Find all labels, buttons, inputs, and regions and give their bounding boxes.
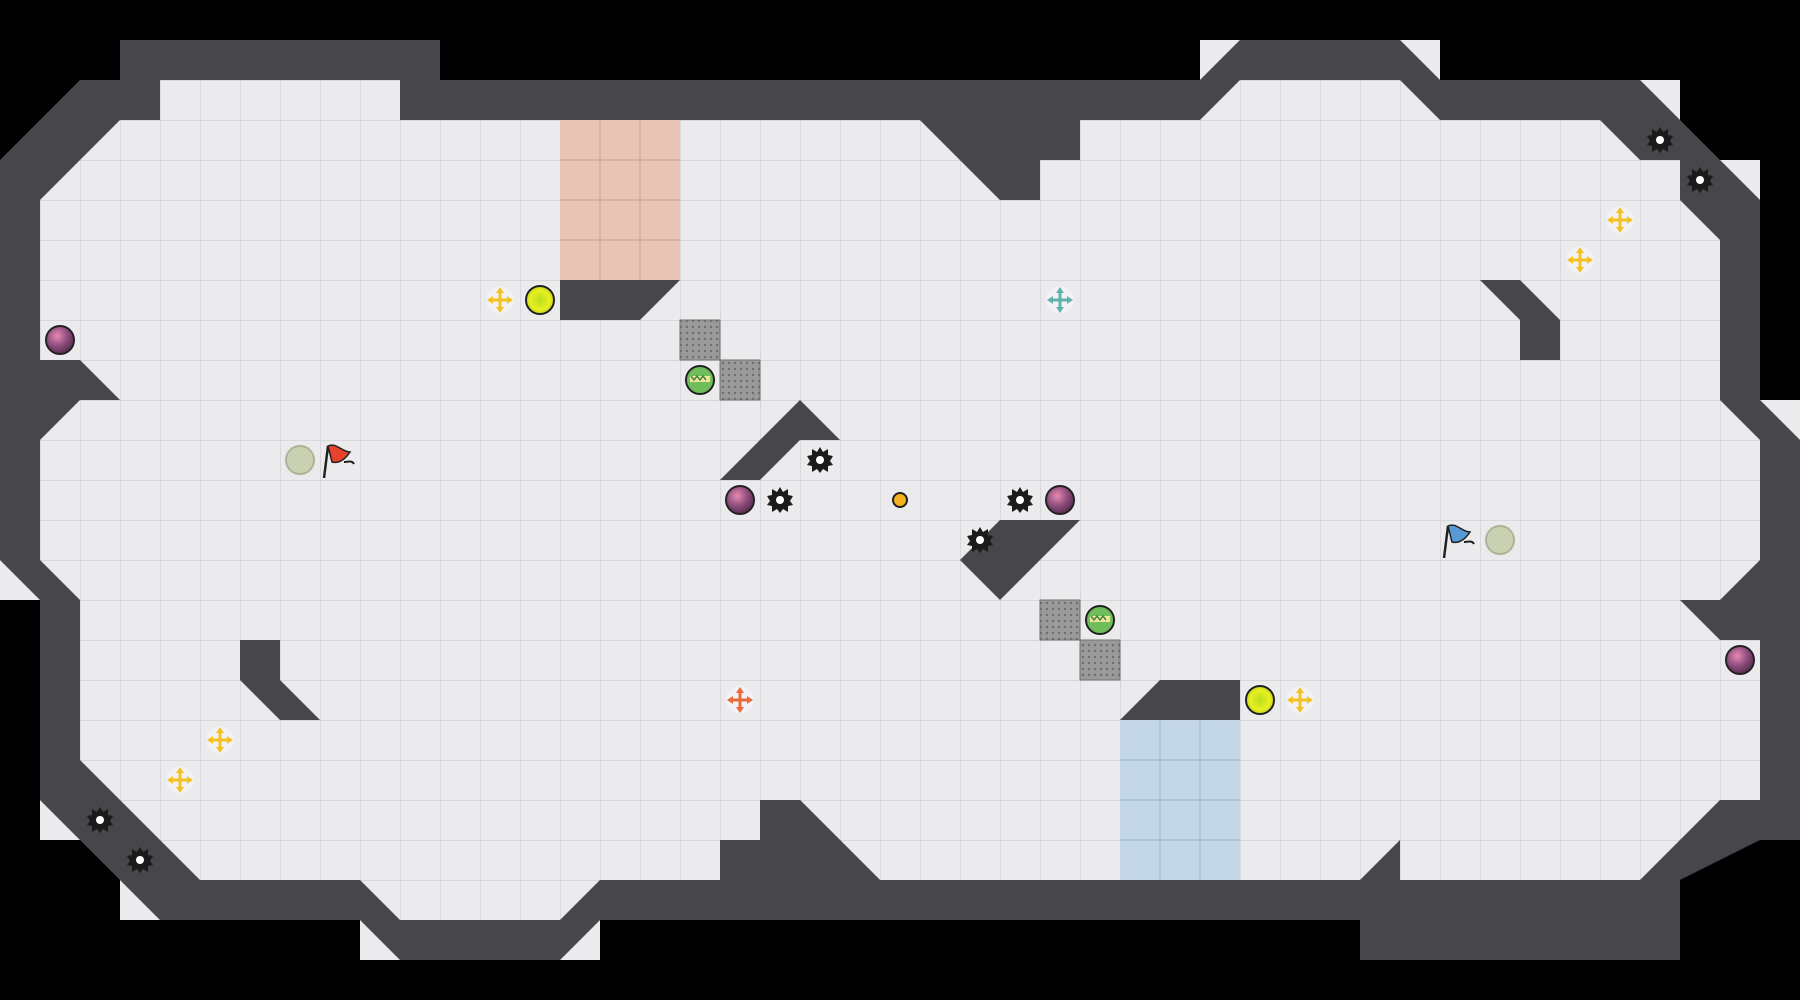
wall-center-left-ramp <box>720 400 840 480</box>
gates <box>679 319 1121 681</box>
bomb-icon <box>725 485 755 515</box>
speedpad-icon <box>1085 605 1115 635</box>
inner-walls <box>240 120 1560 880</box>
bomb-icon <box>1045 485 1075 515</box>
blue-endzone-grid <box>1120 720 1240 880</box>
boost-icon <box>486 286 514 314</box>
wall-left-hook <box>240 640 320 720</box>
wall-right-hook <box>1480 280 1560 360</box>
red-endzone-grid <box>560 120 680 280</box>
bomb-icon <box>1725 645 1755 675</box>
center-marker-icon <box>892 492 908 508</box>
gate <box>679 319 721 361</box>
gate <box>719 359 761 401</box>
corner-chips <box>0 40 1800 960</box>
boost-icon <box>1566 246 1594 274</box>
red-flag-icon <box>322 444 355 479</box>
wall-blue-ledge <box>1120 680 1240 720</box>
powerups <box>525 285 1275 715</box>
bombs <box>45 325 1755 675</box>
blue-flag-base <box>1485 525 1515 555</box>
boost-icon <box>1606 206 1634 234</box>
blue-flag-icon <box>1442 524 1475 559</box>
team-boost-blue-icon <box>1046 286 1074 314</box>
team-boost-red-icon <box>726 686 754 714</box>
boost-icon <box>206 726 234 754</box>
boost-icon <box>166 766 194 794</box>
powerup-icon <box>1245 685 1275 715</box>
speedpad-icon <box>685 365 715 395</box>
jukejuice-orbs <box>685 365 1115 635</box>
powerup-icon <box>525 285 555 315</box>
red-flag-base <box>285 445 315 475</box>
wall-top-notch <box>920 120 1080 200</box>
bomb-icon <box>45 325 75 355</box>
gate <box>1079 639 1121 681</box>
wall-red-ledge <box>560 280 680 320</box>
boost-icon <box>1286 686 1314 714</box>
gate <box>1039 599 1081 641</box>
wall-bottom-bump <box>720 800 880 880</box>
